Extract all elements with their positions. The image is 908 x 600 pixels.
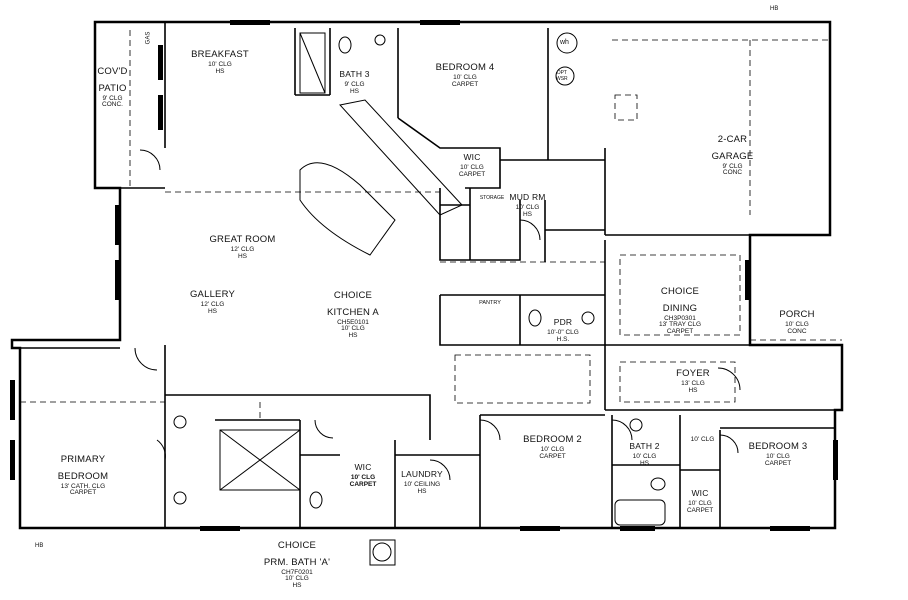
hall-ceiling-label: 10' CLG [690, 436, 715, 443]
kitchen-island [299, 162, 396, 256]
room-covd-patio: COV'D PATIO 9' CLG CONC. [97, 66, 128, 109]
room-laundry: LAUNDRY 10' CEILING HS [401, 469, 443, 495]
room-pdr: PDR 10'-0" CLG H.S. [547, 317, 579, 343]
room-storage: STORAGE [479, 195, 505, 201]
washer-label: OPT WSR [556, 70, 568, 82]
room-breakfast: BREAKFAST 10' CLG HS [191, 49, 249, 75]
hose-bib-marker: HB [770, 6, 779, 12]
hose-bib-marker: HB [35, 543, 44, 549]
water-heater-label: wh [560, 39, 569, 46]
room-garage: 2-CAR GARAGE 9' CLG CONC [711, 134, 754, 177]
room-bedroom-4: BEDROOM 4 10' CLG CARPET [435, 62, 495, 88]
room-porch: PORCH 10' CLG CONC [779, 309, 815, 335]
room-foyer: FOYER 13' CLG HS [676, 368, 710, 394]
room-great-room: GREAT ROOM 12' CLG HS [209, 234, 276, 260]
room-bath-2: BATH 2 10' CLG HS [629, 441, 660, 467]
exterior-wall [10, 20, 844, 530]
room-primary-bath: CHOICE PRM. BATH 'A' CH7F0201 10' CLG HS [263, 540, 331, 590]
room-kitchen: CHOICE KITCHEN A CH5E0101 10' CLG HS [327, 290, 379, 340]
room-pantry: PANTRY [479, 300, 501, 306]
room-primary-bedroom: PRIMARY BEDROOM 13' CATH. CLG CARPET [57, 454, 109, 497]
room-mud-rm: MUD RM 10' CLG HS [509, 192, 546, 218]
gas-marker: GAS [145, 31, 152, 45]
room-gallery: GALLERY 12' CLG HS [189, 289, 236, 315]
room-wic-primary: WIC 10' CLG CARPET [349, 462, 377, 488]
room-wic-bed3: WIC 10' CLG CARPET [686, 488, 714, 514]
room-bath-3: BATH 3 9' CLG HS [339, 69, 370, 95]
room-bedroom-2: BEDROOM 2 10' CLG CARPET [523, 434, 582, 460]
room-dining: CHOICE DINING CH3P0301 13' TRAY CLG CARP… [658, 286, 702, 336]
room-wic-top: WIC 10' CLG CARPET [458, 152, 486, 178]
room-bedroom-3: BEDROOM 3 10' CLG CARPET [748, 441, 808, 467]
